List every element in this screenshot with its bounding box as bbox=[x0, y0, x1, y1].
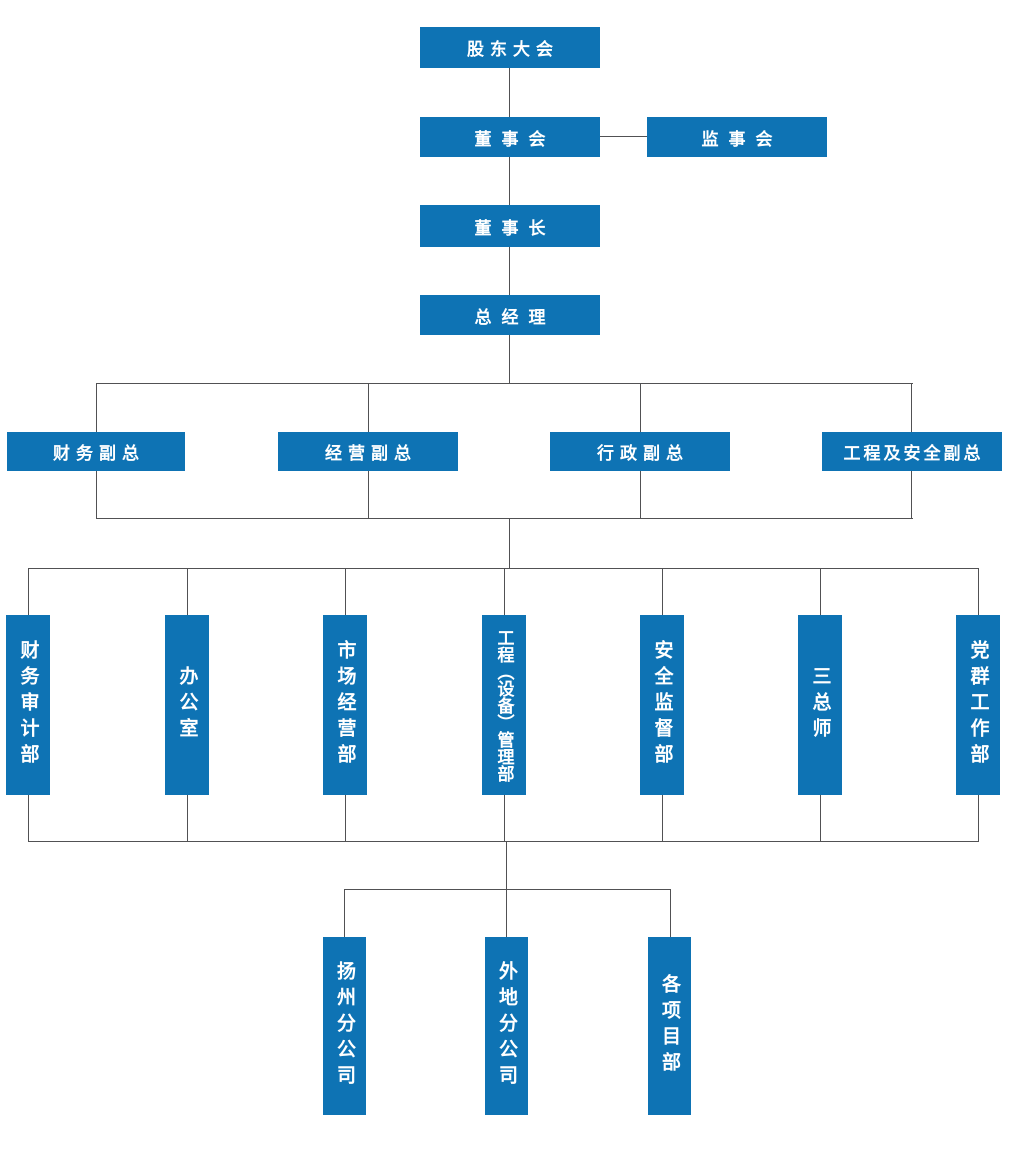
connector-line bbox=[28, 568, 30, 615]
connector-line bbox=[820, 795, 822, 842]
connector-line bbox=[509, 157, 511, 205]
connector-line bbox=[345, 795, 347, 842]
node-branch-nonlocal: 外地分公司 bbox=[485, 937, 528, 1115]
connector-line bbox=[662, 568, 664, 615]
node-general-manager: 总经理 bbox=[420, 295, 600, 335]
connector-line bbox=[368, 383, 370, 432]
connector-line bbox=[978, 795, 980, 842]
connector-line bbox=[28, 841, 979, 843]
node-vp-finance: 财务副总 bbox=[7, 432, 185, 471]
node-dept-finance-audit: 财务审计部 bbox=[6, 615, 50, 795]
connector-line bbox=[368, 471, 370, 519]
node-vp-operations: 经营副总 bbox=[278, 432, 458, 471]
connector-line bbox=[28, 795, 30, 842]
connector-line bbox=[640, 471, 642, 519]
connector-line bbox=[504, 795, 506, 842]
connector-line bbox=[344, 889, 346, 937]
connector-line bbox=[187, 795, 189, 842]
node-vp-engineering-safety: 工程及安全副总 bbox=[822, 432, 1002, 471]
connector-line bbox=[978, 568, 980, 615]
connector-line bbox=[344, 889, 671, 891]
node-dept-market-operations: 市场经营部 bbox=[323, 615, 367, 795]
node-branch-yangzhou: 扬州分公司 bbox=[323, 937, 366, 1115]
connector-line bbox=[96, 518, 913, 520]
connector-line bbox=[509, 518, 511, 569]
connector-line bbox=[911, 471, 913, 519]
connector-line bbox=[509, 68, 511, 117]
node-dept-engineering-equipment-management: 工程（设备）管理部 bbox=[482, 615, 526, 795]
connector-line bbox=[509, 247, 511, 295]
connector-line bbox=[28, 568, 979, 570]
node-dept-safety-supervision: 安全监督部 bbox=[640, 615, 684, 795]
connector-line bbox=[662, 795, 664, 842]
connector-line bbox=[600, 136, 647, 138]
connector-line bbox=[345, 568, 347, 615]
connector-line bbox=[820, 568, 822, 615]
connector-line bbox=[96, 383, 913, 385]
node-shareholders-meeting: 股东大会 bbox=[420, 27, 600, 68]
connector-line bbox=[509, 335, 511, 384]
node-branch-project-departments: 各项目部 bbox=[648, 937, 691, 1115]
node-dept-office: 办公室 bbox=[165, 615, 209, 795]
connector-line bbox=[96, 471, 98, 519]
connector-line bbox=[187, 568, 189, 615]
connector-line bbox=[640, 383, 642, 432]
node-supervisory-board: 监事会 bbox=[647, 117, 827, 157]
connector-line bbox=[911, 383, 913, 432]
connector-line bbox=[504, 568, 506, 615]
node-chairman: 董事长 bbox=[420, 205, 600, 247]
node-board-of-directors: 董事会 bbox=[420, 117, 600, 157]
node-vp-administration: 行政副总 bbox=[550, 432, 730, 471]
node-dept-three-chief-engineers: 三总师 bbox=[798, 615, 842, 795]
node-dept-party-mass-work: 党群工作部 bbox=[956, 615, 1000, 795]
connector-line bbox=[96, 383, 98, 432]
connector-line bbox=[670, 889, 672, 937]
